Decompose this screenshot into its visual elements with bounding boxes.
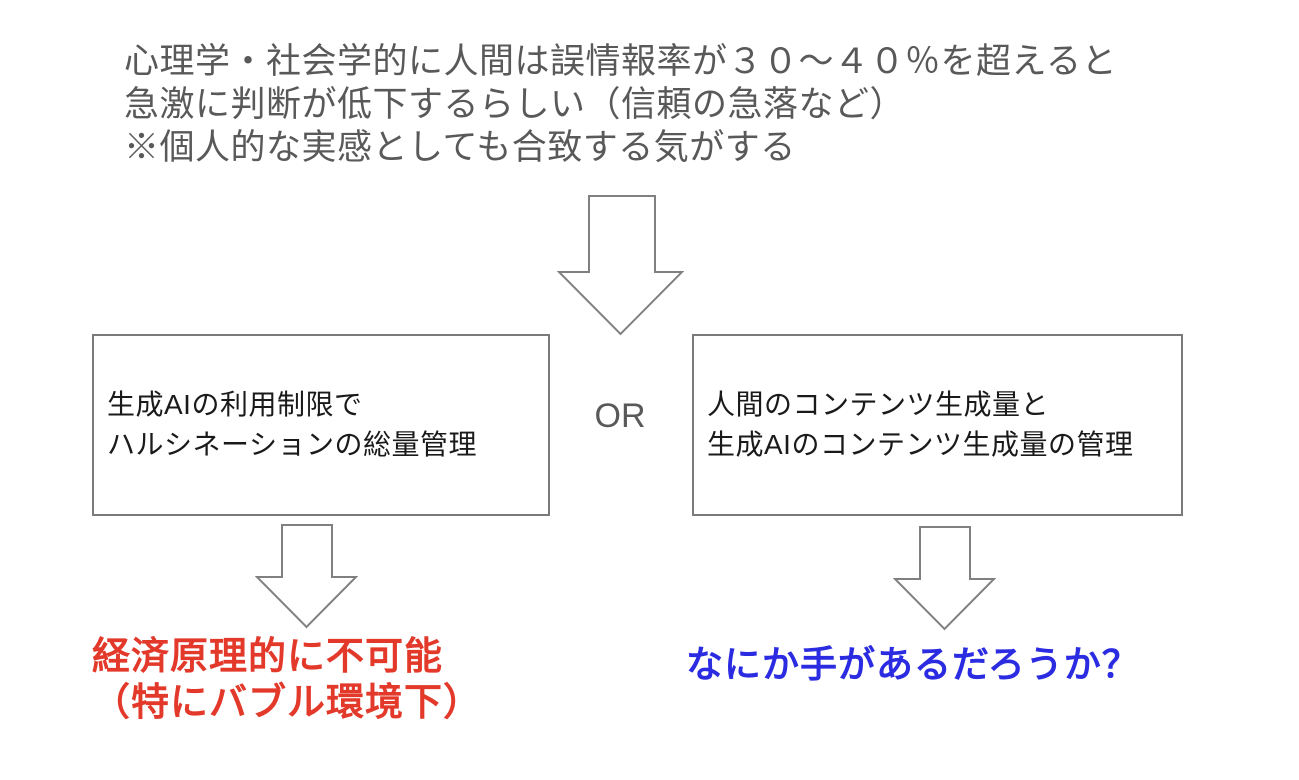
premise-line-3: ※個人的な実感としても合致する気がする: [124, 128, 796, 167]
down-arrow-icon: [557, 195, 684, 336]
left-conclusion-text: 経済原理的に不可能 （特にバブル環境下）: [92, 634, 482, 726]
left-conclusion-line-2: （特にバブル環境下）: [92, 682, 483, 724]
right-conclusion-line-1: なにか手があるだろうか？: [686, 644, 1140, 685]
option-box-ai-restriction: 生成AIの利用制限で ハルシネーションの総量管理: [92, 334, 550, 516]
down-arrow-right-icon: [893, 526, 996, 631]
option-box-content-volume: 人間のコンテンツ生成量と 生成AIのコンテンツ生成量の管理: [692, 334, 1183, 516]
premise-line-1: 心理学・社会学的に人間は誤情報率が３０～４０％を超えると: [124, 42, 1117, 81]
right-option-line-1: 人間のコンテンツ生成量と: [707, 389, 1050, 420]
left-option-line-1: 生成AIの利用制限で: [107, 389, 363, 420]
left-conclusion-line-1: 経済原理的に不可能: [92, 636, 444, 678]
right-conclusion-text: なにか手があるだろうか？: [686, 643, 1140, 687]
left-option-line-2: ハルシネーションの総量管理: [107, 429, 477, 460]
down-arrow-left-icon: [255, 524, 358, 629]
or-label: OR: [594, 397, 646, 435]
premise-line-2: 急激に判断が低下するらしい（信頼の急落など）: [124, 85, 906, 124]
right-option-line-2: 生成AIのコンテンツ生成量の管理: [707, 429, 1134, 460]
premise-text: 心理学・社会学的に人間は誤情報率が３０～４０％を超えると 急激に判断が低下するら…: [124, 40, 1117, 169]
